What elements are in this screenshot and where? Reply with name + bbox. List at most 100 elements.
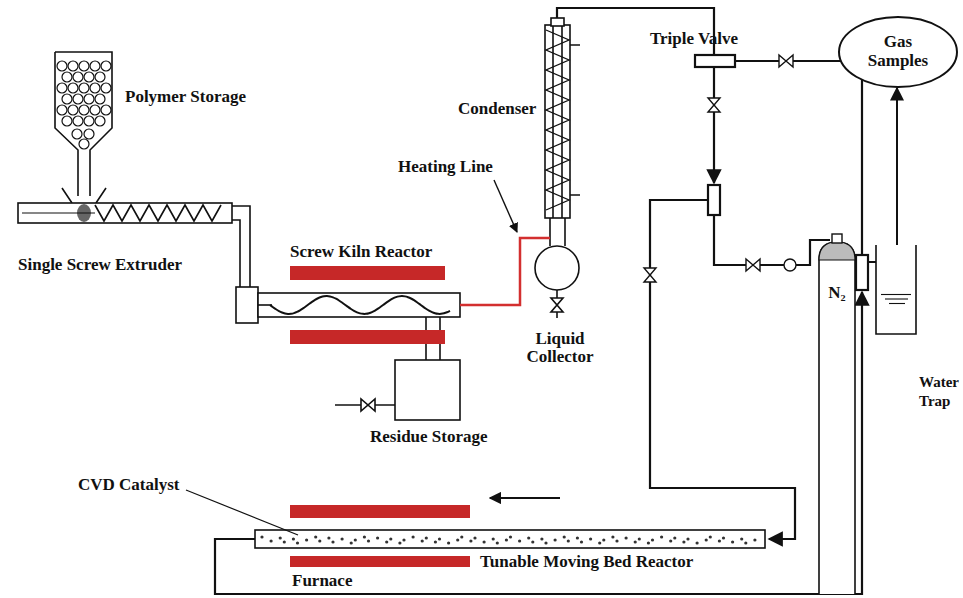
condenser-coil <box>546 30 569 210</box>
catalyst-particle <box>509 535 512 538</box>
polymer-pellet <box>57 61 67 71</box>
catalyst-particle <box>350 541 353 544</box>
flow-connector <box>896 88 898 245</box>
catalyst-particle <box>576 536 579 539</box>
polymer-pellet <box>101 61 111 71</box>
catalyst-particle <box>651 538 654 541</box>
catalyst-particle <box>602 538 605 541</box>
catalyst-particle <box>722 536 725 539</box>
catalyst-particle <box>260 535 263 538</box>
gas-sample-ellipse: Gas Samples <box>838 16 958 88</box>
catalyst-particle <box>483 540 486 543</box>
catalyst-particle <box>421 539 424 542</box>
catalyst-particle <box>354 538 357 541</box>
nitrogen-line <box>714 215 784 265</box>
valve-symbol <box>644 268 656 282</box>
catalyst-particle <box>456 538 459 541</box>
part-label: Tunable Moving Bed Reactor <box>480 553 693 571</box>
coolant-port <box>570 45 580 195</box>
catalyst-particle <box>531 540 534 543</box>
catalyst-particle <box>625 536 628 539</box>
catalyst-particle <box>563 535 566 538</box>
extruder-shaft <box>22 212 95 213</box>
condenser-jacket <box>545 25 570 218</box>
catalyst-particle <box>660 535 663 538</box>
water-trap <box>875 245 917 335</box>
valve-symbol <box>779 55 793 67</box>
catalyst-particle <box>331 540 334 543</box>
collector-neck <box>550 218 565 246</box>
extruder-screw <box>95 205 221 221</box>
catalyst-particle <box>460 535 463 538</box>
cylinder-valve <box>832 234 842 243</box>
heating-line <box>460 238 550 305</box>
catalyst-particle <box>496 541 499 544</box>
catalyst-particle <box>518 539 521 542</box>
catalyst-particle <box>434 540 437 543</box>
catalyst-particle <box>505 538 508 541</box>
polymer-pellet <box>101 83 111 93</box>
catalyst-particle <box>647 541 650 544</box>
valve-symbol <box>746 259 760 271</box>
polymer-pellet <box>68 83 78 93</box>
catalyst-particle <box>744 541 747 544</box>
catalyst-particle <box>469 539 472 542</box>
polymer-pellet <box>84 129 94 139</box>
catalyst-particle <box>363 535 366 538</box>
water-level <box>889 303 905 304</box>
polymer-pellet <box>62 72 72 82</box>
reactor-tube <box>255 530 765 548</box>
polymer-pellet <box>62 116 72 126</box>
part-label: Single Screw Extruder <box>18 256 182 274</box>
catalyst-particle <box>718 539 721 542</box>
polymer-pellet <box>90 105 100 115</box>
gas-line <box>215 292 862 594</box>
catalyst-particle <box>385 540 388 543</box>
catalyst-particle <box>492 537 495 540</box>
catalyst-particle <box>638 537 641 540</box>
catalyst-particle <box>438 537 441 540</box>
water-trap: Water Trap <box>875 245 917 335</box>
flow-arrow <box>490 497 560 499</box>
triple-valve-body <box>695 55 735 67</box>
catalyst-particle <box>669 539 672 542</box>
catalyst-particle <box>314 535 317 538</box>
gas-cylinder: N₂ <box>818 232 856 594</box>
catalyst-particle <box>341 537 344 540</box>
valve-symbol <box>361 399 375 411</box>
catalyst-particle <box>296 541 299 544</box>
polymer-pellet <box>90 61 100 71</box>
catalyst-particle <box>740 537 743 540</box>
heater-bar <box>290 266 445 280</box>
water-level <box>885 298 908 299</box>
water-level <box>881 294 911 295</box>
pressure-regulator <box>784 259 796 271</box>
condenser-cap <box>551 18 564 26</box>
catalyst-particle <box>686 537 689 540</box>
catalyst-particle <box>376 536 379 539</box>
polymer-pellet <box>79 139 89 149</box>
valve-junction <box>856 255 868 290</box>
valve-junction <box>708 185 720 215</box>
catalyst-particle <box>327 536 330 539</box>
part-label: Polymer Storage <box>125 88 246 106</box>
polymer-pellet <box>72 129 82 139</box>
polymer-pellet <box>101 105 111 115</box>
part-label: Triple Valve <box>650 30 738 48</box>
polymer-pellet <box>84 94 94 104</box>
catalyst-particle <box>598 541 601 544</box>
catalyst-particle <box>709 535 712 538</box>
part-label: Heating Line <box>398 158 493 176</box>
catalyst-particle <box>402 538 405 541</box>
catalyst-particle <box>318 539 321 542</box>
catalyst-particle <box>527 536 530 539</box>
polymer-pellet <box>95 72 105 82</box>
polymer-pellet <box>84 116 94 126</box>
catalyst-particle <box>425 536 428 539</box>
leader-line <box>186 490 298 535</box>
catalyst-particle <box>447 541 450 544</box>
heater-bar <box>290 330 445 344</box>
catalyst-particle <box>554 538 557 541</box>
polymer-pellet <box>79 83 89 93</box>
node-heading: Water Trap <box>919 373 961 411</box>
